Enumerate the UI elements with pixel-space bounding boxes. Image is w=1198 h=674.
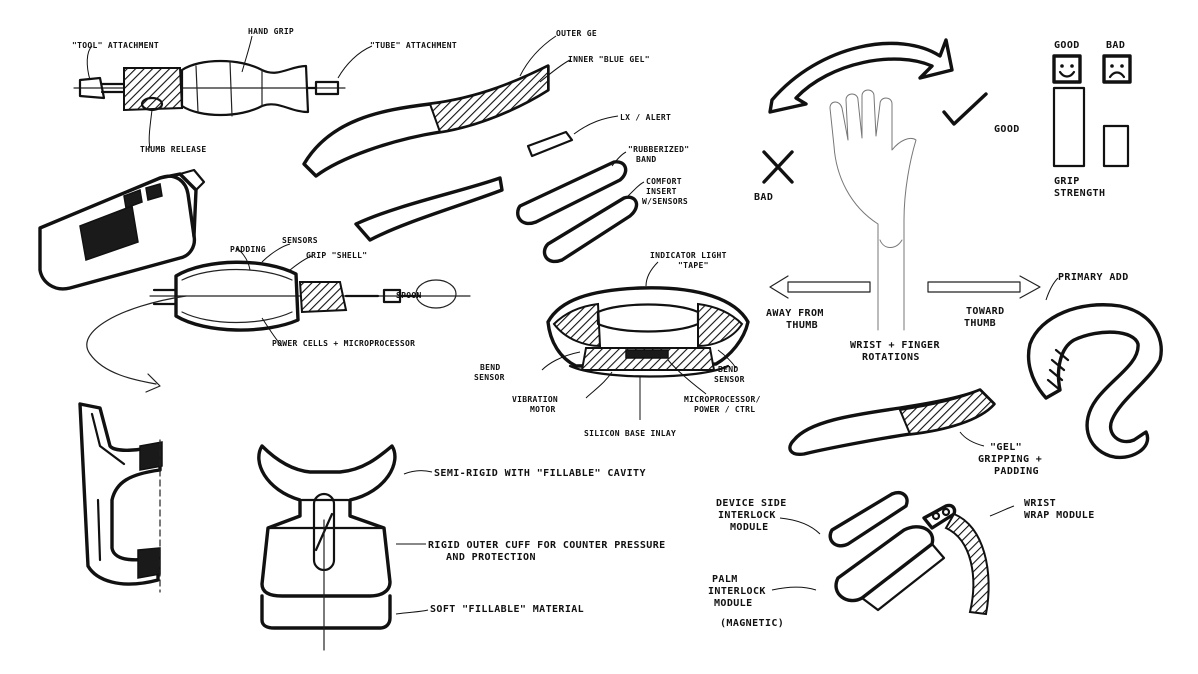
label-soft-fillable: SOFT "FILLABLE" MATERIAL xyxy=(430,604,584,615)
label-vibration-motor-2: MOTOR xyxy=(530,405,556,414)
grip-strength-chart-sketch xyxy=(1052,54,1132,168)
label-indicator-light-1: INDICATOR LIGHT xyxy=(650,251,727,260)
hand-grip-tool-sketch xyxy=(73,35,373,149)
label-bend-sensor-left-1: BEND xyxy=(480,363,500,372)
interlock-modules-sketch xyxy=(771,491,1015,616)
label-indicator-light-2: "TAPE" xyxy=(678,261,709,270)
label-wrist-wrap-1: WRIST xyxy=(1024,498,1056,509)
label-hand-grip: HAND GRIP xyxy=(248,27,294,36)
label-gel-1: "GEL" xyxy=(990,442,1022,453)
primary-add-band-sketch xyxy=(1026,277,1163,459)
label-microprocessor-2: POWER / CTRL xyxy=(694,405,755,414)
label-palm-interlock-2: INTERLOCK xyxy=(708,586,766,597)
label-grip-strength-2: STRENGTH xyxy=(1054,188,1105,199)
gel-band-sketch xyxy=(302,35,645,264)
label-padding: PADDING xyxy=(230,245,266,254)
label-semi-rigid: SEMI-RIGID WITH "FILLABLE" CAVITY xyxy=(434,468,646,479)
label-grip-good: GOOD xyxy=(1054,40,1080,51)
label-wrist-finger-2: ROTATIONS xyxy=(862,352,920,363)
label-power-cells: POWER CELLS + MICROPROCESSOR xyxy=(272,339,415,348)
label-grip-strength-1: GRIP xyxy=(1054,176,1080,187)
label-tube-attachment: "TUBE" ATTACHMENT xyxy=(370,41,457,50)
label-rigid-cuff-1: RIGID OUTER CUFF FOR COUNTER PRESSURE xyxy=(428,540,666,551)
label-vibration-motor-1: VIBRATION xyxy=(512,395,558,404)
label-grip-shell: GRIP "SHELL" xyxy=(306,251,367,260)
grip-cross-section-sketch xyxy=(78,402,163,593)
label-comfort-insert-3: W/SENSORS xyxy=(642,197,688,206)
label-outer-gel: OUTER GE xyxy=(556,29,597,38)
label-wrist-finger-1: WRIST + FINGER xyxy=(850,340,940,351)
label-silicon-base: SILICON BASE INLAY xyxy=(584,429,676,438)
label-bend-sensor-left-2: SENSOR xyxy=(474,373,505,382)
label-palm-interlock-3: MODULE xyxy=(714,598,753,609)
label-wrist-wrap-2: WRAP MODULE xyxy=(1024,510,1095,521)
label-comfort-insert-2: INSERT xyxy=(646,187,677,196)
label-thumb-release: THUMB RELEASE xyxy=(140,145,207,154)
label-bend-sensor-right-1: BEND xyxy=(718,365,738,374)
label-sensors: SENSORS xyxy=(282,236,318,245)
label-gel-2: GRIPPING + xyxy=(978,454,1042,465)
label-rubberized-band-2: BAND xyxy=(636,155,656,164)
wrist-device-sketch xyxy=(541,261,750,420)
label-away-from-thumb-2: THUMB xyxy=(786,320,818,331)
label-spoon: SPOON xyxy=(396,291,422,300)
label-tool-attachment: "TOOL" ATTACHMENT xyxy=(72,41,159,50)
label-inner-blue-gel: INNER "BLUE GEL" xyxy=(568,55,650,64)
label-device-side-1: DEVICE SIDE xyxy=(716,498,787,509)
wrist-rotation-sketch xyxy=(762,38,1041,331)
label-away-from-thumb-1: AWAY FROM xyxy=(766,308,824,319)
label-palm-interlock-1: PALM xyxy=(712,574,738,585)
label-lx-alert: LX / ALERT xyxy=(620,113,671,122)
label-bend-sensor-right-2: SENSOR xyxy=(714,375,745,384)
cuff-front-view-sketch xyxy=(257,444,433,651)
gel-strip-sketch xyxy=(788,388,996,456)
label-gel-3: PADDING xyxy=(994,466,1039,477)
label-rubberized-band-1: "RUBBERIZED" xyxy=(628,145,689,154)
label-toward-thumb-1: TOWARD xyxy=(966,306,1005,317)
label-good-check: GOOD xyxy=(994,124,1020,135)
label-rigid-cuff-2: AND PROTECTION xyxy=(446,552,536,563)
label-grip-bad: BAD xyxy=(1106,40,1125,51)
handheld-device-sketch xyxy=(38,168,206,291)
label-comfort-insert-1: COMFORT xyxy=(646,177,682,186)
label-device-side-3: MODULE xyxy=(730,522,769,533)
label-palm-interlock-4: (MAGNETIC) xyxy=(720,618,784,629)
label-primary-add: PRIMARY ADD xyxy=(1058,272,1129,283)
label-device-side-2: INTERLOCK xyxy=(718,510,776,521)
label-toward-thumb-2: THUMB xyxy=(964,318,996,329)
label-bad-x: BAD xyxy=(754,192,773,203)
label-microprocessor-1: MICROPROCESSOR/ xyxy=(684,395,761,404)
grip-assembly-sketch xyxy=(86,243,471,393)
